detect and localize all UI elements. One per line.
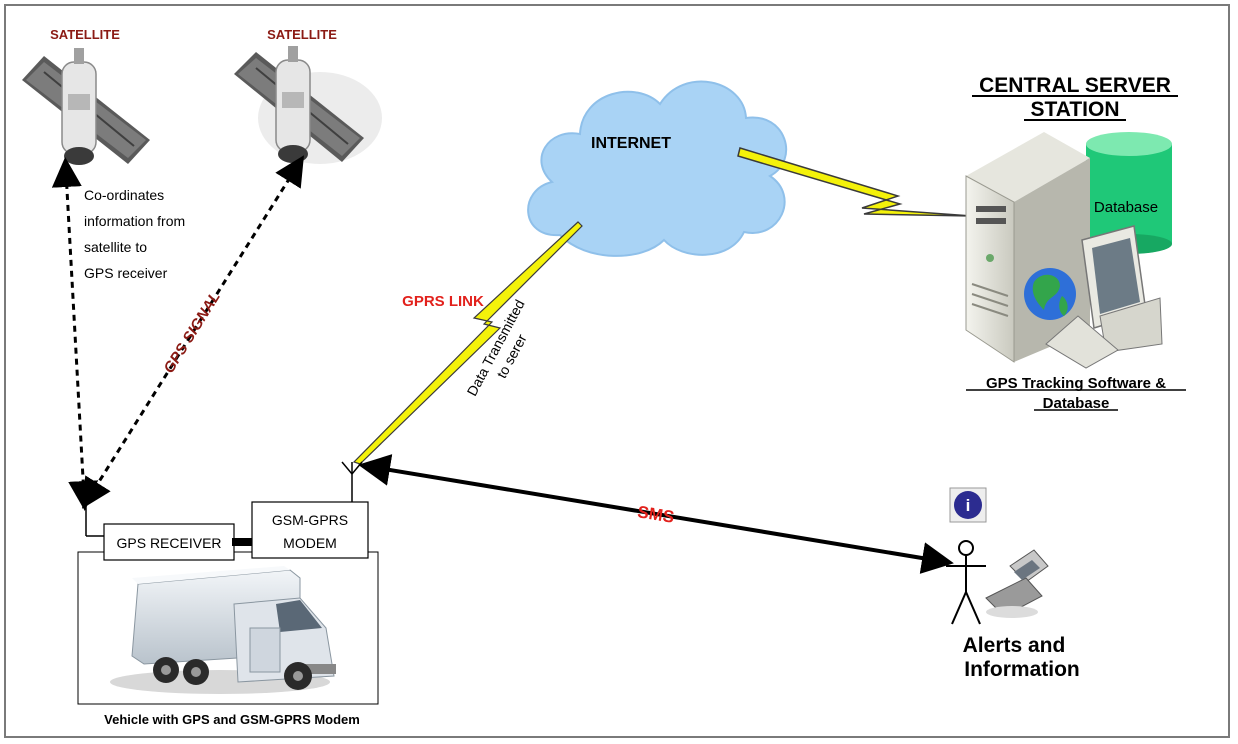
server-caption-line-1: GPS Tracking Software & [986, 375, 1166, 392]
sms-label: SMS [636, 502, 675, 527]
gps-receiver-box [103, 523, 235, 561]
info-icon-glyph: i [966, 496, 971, 515]
coordinates-note: Co-ordinates information from satellite … [84, 187, 185, 281]
coordinates-note-line-3: satellite to [84, 239, 147, 255]
diagram-frame [4, 4, 1230, 738]
gsm-modem-label-line-2: MODEM [283, 535, 337, 551]
database-label: Database [1094, 199, 1158, 216]
mobile-phone-icon [985, 549, 1049, 618]
alerts-caption-line-2: Information [964, 658, 1080, 681]
gps-signal-line-1 [51, 157, 99, 511]
internet-label: INTERNET [591, 135, 671, 152]
satellite-2-icon [234, 46, 382, 164]
satellite-1-label: SATELLITE [50, 27, 120, 42]
sms-arrow [358, 454, 954, 574]
gprs-lightning-icon [352, 221, 583, 465]
gps-receiver-label: GPS RECEIVER [116, 535, 221, 551]
satellite-1-icon [22, 48, 150, 165]
server-title-line-1: CENTRAL SERVER [979, 74, 1171, 97]
alerts-caption-line-1: Alerts and [963, 634, 1066, 657]
person-icon [946, 540, 986, 625]
modem-antenna-icon [341, 461, 363, 502]
internet-cloud-icon [527, 80, 787, 257]
satellite-2-label: SATELLITE [267, 27, 337, 42]
truck-icon [110, 566, 336, 694]
vehicle-caption: Vehicle with GPS and GSM-GPRS Modem [104, 712, 360, 727]
gsm-modem-box [251, 501, 369, 559]
receiver-modem-connector [232, 538, 254, 546]
gps-antenna-icon [75, 493, 104, 537]
workstation-icon [1045, 225, 1163, 369]
globe-icon [1024, 268, 1076, 320]
coordinates-note-line-2: information from [84, 213, 185, 229]
gps-signal-label: GPS SIGNAL [160, 289, 223, 376]
server-title-line-2: STATION [1030, 98, 1119, 121]
gprs-link-label: GPRS LINK [402, 293, 484, 310]
coordinates-note-line-1: Co-ordinates [84, 187, 164, 203]
gsm-modem-label-line-1: GSM-GPRS [272, 512, 348, 528]
server-lightning-icon [737, 147, 973, 217]
server-caption-line-2: Database [1043, 395, 1110, 412]
gps-signal-line-2 [82, 155, 304, 509]
coordinates-note-line-4: GPS receiver [84, 265, 168, 281]
info-icon [949, 487, 987, 523]
